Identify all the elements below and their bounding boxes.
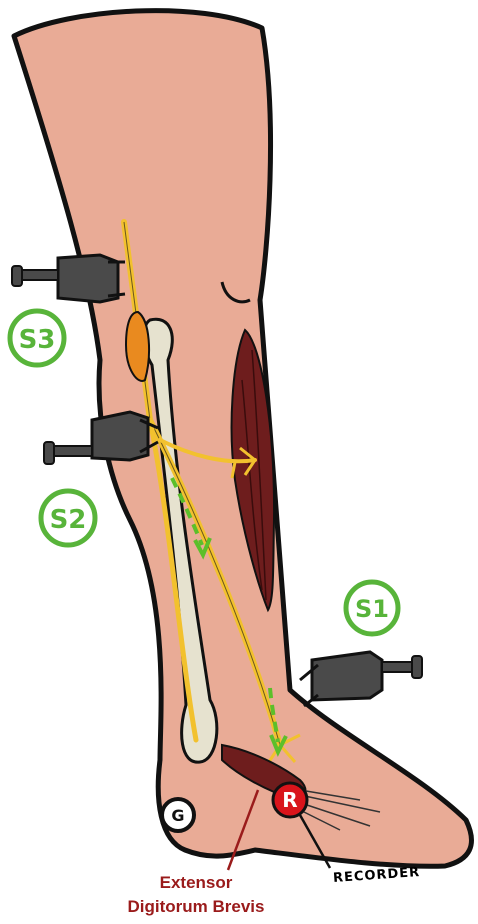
s2-label: S2 — [50, 505, 87, 535]
s1-label: S1 — [355, 595, 389, 623]
stimulator-s3 — [12, 255, 125, 302]
ground-label: G — [171, 806, 184, 825]
muscle-label-line2: Digitorum Brevis — [96, 896, 296, 918]
recorder-marker-label: R — [282, 788, 297, 812]
stimulator-s2 — [44, 412, 158, 464]
muscle-label-line1: Extensor — [96, 872, 296, 894]
s3-label: S3 — [19, 325, 56, 355]
stimulator-s1 — [300, 652, 422, 706]
